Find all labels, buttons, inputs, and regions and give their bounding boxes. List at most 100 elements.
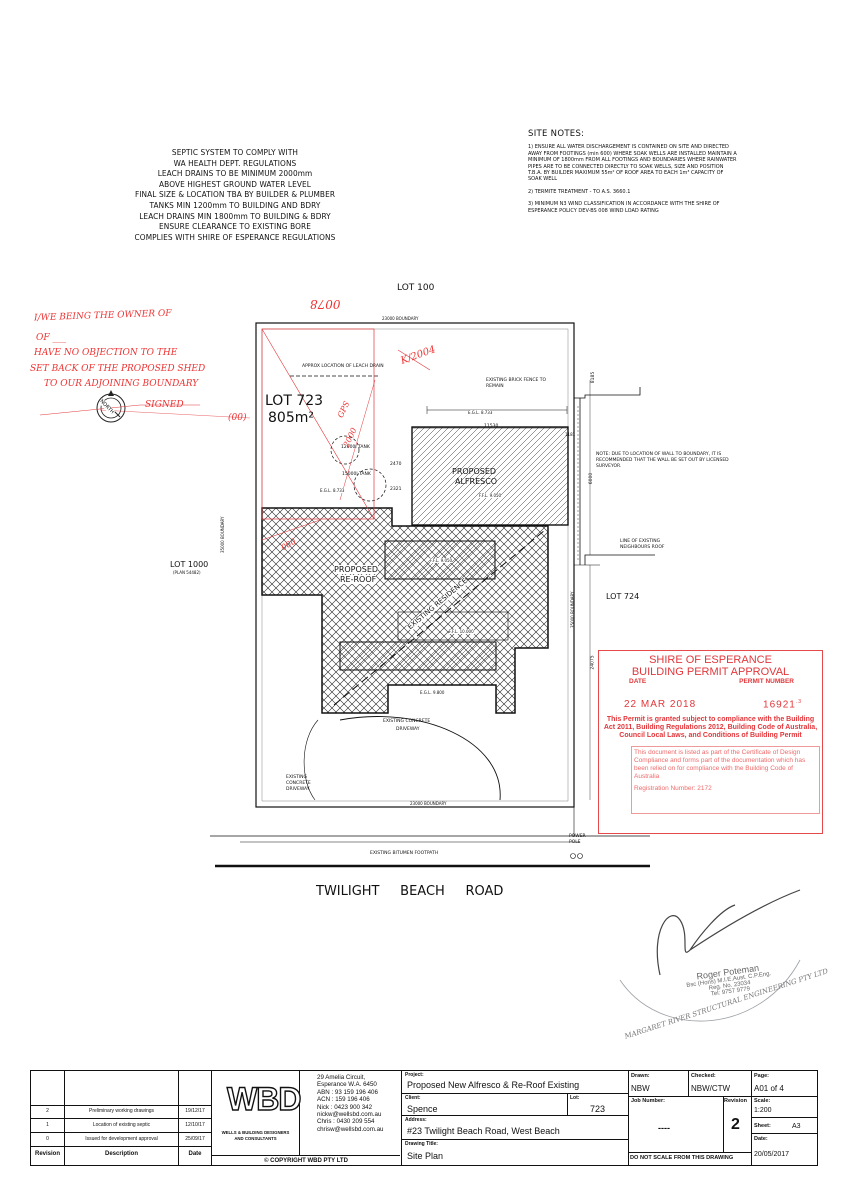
reroof-label: PROPOSED — [334, 565, 379, 574]
revision-date: 12/10/17 — [185, 1122, 205, 1128]
revision-date: 25/09/17 — [185, 1136, 205, 1142]
address-line: ABN : 93 159 196 406 — [317, 1088, 378, 1096]
client-label: Client: — [405, 1095, 421, 1101]
site-plan-drawing — [39, 322, 801, 1022]
handwritten-note: HAVE NO OBJECTION TO THE — [34, 348, 178, 358]
sheet-label: Sheet: — [754, 1123, 771, 1129]
road-name: TWILIGHT BEACH ROAD — [316, 884, 504, 899]
site-notes: SITE NOTES: 1) ENSURE ALL WATER DISCHARG… — [528, 129, 738, 220]
tank-label: 15000l TANK — [342, 472, 371, 477]
tank-circle — [353, 468, 387, 502]
lot-1000-plan: (PLAN 54482) — [173, 570, 201, 575]
alfresco-area — [411, 426, 569, 526]
address-line: Nick : 0423 900 342 — [317, 1103, 373, 1111]
dimension: 11530 — [484, 424, 499, 429]
septic-note-line: ABOVE HIGHEST GROUND WATER LEVEL — [159, 178, 311, 189]
handwritten-note: TO OUR ADJOINING BOUNDARY — [44, 379, 199, 389]
reroof-label: RE-ROOF — [340, 575, 377, 584]
checked-value: NBW/CTW — [691, 1084, 731, 1093]
handwritten-note: 0078 — [310, 297, 341, 311]
company-address: 29 Amelia Circuit, Esperance W.A. 6450 A… — [317, 1074, 401, 1133]
site-notes-title: SITE NOTES: — [528, 129, 585, 139]
septic-note-line: LEACH DRAINS TO BE MINIMUM 2000mm — [157, 168, 313, 179]
address-line: ACN : 159 196 406 — [317, 1096, 370, 1104]
power-pole-label: POWER POLE — [569, 834, 586, 845]
footpath-label: EXISTING BITUMEN FOOTPATH — [370, 851, 439, 856]
lot-area: 805m² — [268, 410, 314, 426]
driveway-label: DRIVEWAY — [396, 727, 420, 732]
reroof-area — [261, 507, 549, 714]
revision-description: Issued for development approval — [85, 1136, 158, 1142]
project-block: Project: Proposed New Alfresco & Re-Roof… — [401, 1071, 629, 1165]
septic-note-line: WA HEALTH DEPT. REGULATIONS — [173, 157, 297, 168]
drawing-title-label: Drawing Title: — [405, 1141, 438, 1147]
revision-description: Preliminary working drawings — [88, 1108, 155, 1114]
scale-label: Scale: — [754, 1098, 771, 1104]
alfresco-label: ALFRESCO — [455, 477, 498, 486]
dimension: 2470 — [390, 462, 402, 467]
revision-number: 2 — [46, 1108, 49, 1114]
sheet-info: Drawn: NBW Checked: NBW/CTW Page: A01 of… — [628, 1071, 817, 1165]
boundary-label: 23000 BOUNDARY — [382, 316, 419, 321]
handwritten-note: (00) — [228, 413, 247, 423]
page-label: Page: — [754, 1073, 769, 1079]
dimension: 1181 — [565, 432, 576, 437]
neighbour-roof-label: LINE OF EXISTING NEIGHBOURS ROOF — [620, 539, 665, 550]
revision-value: 2 — [731, 1116, 740, 1133]
level-label: E.G.L. 8.733 — [320, 488, 345, 493]
email-line: chrisw@wellsbd.com.au — [317, 1125, 384, 1133]
address-line: 29 Amelia Circuit, — [317, 1074, 366, 1081]
septic-notes: SEPTIC SYSTEM TO COMPLY WITH WA HEALTH D… — [130, 147, 340, 242]
logo-subtitle: WELLS & BUILDING DESIGNERS — [221, 1130, 290, 1135]
septic-note-line: SEPTIC SYSTEM TO COMPLY WITH — [171, 147, 299, 157]
septic-note-line: COMPLIES WITH SHIRE OF ESPERANCE REGULAT… — [134, 231, 336, 242]
lot-1000-label: LOT 1000 — [170, 560, 209, 569]
dimension: 2321 — [390, 487, 402, 492]
copyright: © COPYRIGHT WBD PTY LTD — [212, 1155, 400, 1166]
level-label: E.G.L. 8.733 — [468, 410, 493, 415]
drawing-title: Site Plan — [407, 1151, 444, 1161]
alfresco-label: PROPOSED — [452, 467, 497, 476]
septic-note-line: TANKS MIN 1200mm TO BUILDING AND BDRY — [149, 199, 321, 210]
boundary-label: 23000 BOUNDARY — [410, 801, 447, 806]
lot-number: 723 — [590, 1104, 606, 1114]
permit-subtitle: BUILDING PERMIT APPROVAL — [631, 666, 790, 678]
date-label: Date: — [754, 1136, 768, 1142]
septic-note-line: ENSURE CLEARANCE TO EXISTING BORE — [159, 221, 311, 232]
permit-number: 16921 — [763, 699, 796, 711]
revision-table: 2 Preliminary working drawings 19/12/17 … — [31, 1071, 212, 1165]
leach-drain-label: APPROX LOCATION OF LEACH DRAIN — [302, 364, 384, 369]
lot-100-label: LOT 100 — [397, 283, 435, 293]
tank-label: 12000l TANK — [341, 445, 370, 450]
building-permit-stamp: SHIRE OF ESPERANCE BUILDING PERMIT APPRO… — [598, 650, 823, 834]
design-compliance-text: This document is listed as part of the C… — [634, 749, 806, 781]
revision-label: Revision — [724, 1098, 747, 1104]
level-label: F.F.L. 9.050 — [430, 558, 453, 563]
permit-title: SHIRE OF ESPERANCE — [649, 654, 772, 666]
logo-subtitle: AND CONSULTANTS — [234, 1136, 277, 1141]
address-line: Chris : 0430 209 554 — [317, 1118, 375, 1126]
scale-value: 1:200 — [754, 1107, 772, 1114]
title-block: 2 Preliminary working drawings 19/12/17 … — [30, 1070, 818, 1166]
handwritten-note: SET BACK OF THE PROPOSED SHED — [30, 364, 206, 374]
revision-number: 0 — [46, 1136, 49, 1142]
dimension: 24075 — [590, 655, 596, 670]
permit-date-label: DATE — [629, 678, 647, 685]
drawn-value: NBW — [631, 1084, 650, 1093]
company-logo: WBD WELLS & BUILDING DESIGNERS AND CONSU… — [212, 1071, 302, 1155]
email-line: nickw@wellsbd.com.au — [317, 1111, 382, 1119]
do-not-scale: DO NOT SCALE FROM THIS DRAWING — [630, 1155, 734, 1161]
handwritten-note: OF ___ — [36, 333, 66, 343]
lot-724-label: LOT 724 — [606, 592, 640, 601]
job-number-label: Job Number: — [631, 1098, 665, 1104]
level-label: F.F.L. 10.000 — [449, 629, 474, 634]
sheet-value: A3 — [792, 1123, 801, 1130]
revision-description: Location of existing septic — [92, 1122, 151, 1128]
page-value: A01 of 4 — [754, 1084, 784, 1093]
revision-header: Revision — [34, 1151, 60, 1157]
boundary-label: 35000 BOUNDARY — [570, 591, 575, 628]
permit-number-label: PERMIT NUMBER — [739, 678, 794, 685]
level-label: E.G.L. 9.800 — [420, 690, 445, 695]
permit-conditions: This Permit is granted subject to compli… — [603, 716, 818, 740]
drawn-label: Drawn: — [631, 1073, 650, 1079]
